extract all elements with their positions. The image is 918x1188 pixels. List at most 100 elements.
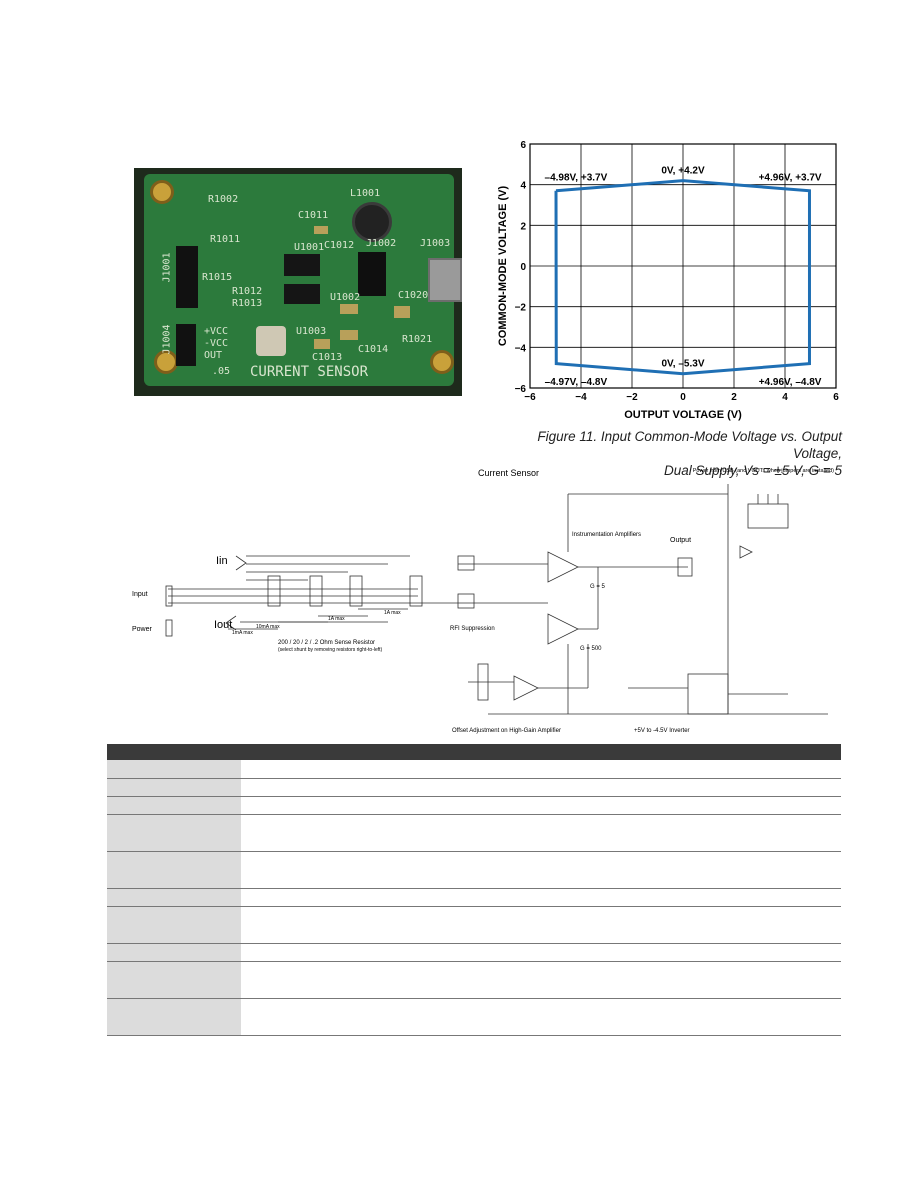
table-cell-label	[107, 760, 241, 779]
y-tick-label: 2	[520, 221, 526, 232]
table-cell-label	[107, 778, 241, 797]
schematic-title: Current Sensor	[478, 468, 539, 478]
power-note: Power from USB (and VOUTs when jumpers a…	[693, 468, 834, 474]
table-cell-label	[107, 888, 241, 907]
circuit-board: L1001 C1011 J1003 J1002 U1001 C1012 U100…	[144, 174, 462, 386]
y-tick-label: −2	[515, 303, 527, 314]
data-label: –4.98V, +3.7V	[545, 173, 608, 184]
table-cell-value	[241, 888, 841, 907]
x-axis-label: OUTPUT VOLTAGE (V)	[624, 409, 742, 421]
data-label: +4.96V, +3.7V	[759, 173, 822, 184]
silk-j1002: J1002	[366, 238, 397, 249]
iout-label: Iout	[214, 619, 232, 631]
data-label: –4.97V, –4.8V	[545, 377, 608, 388]
offset-label: Offset Adjustment on High-Gain Amplifier	[452, 728, 561, 734]
range-1a-a: 1A max	[328, 616, 345, 622]
table-cell-value	[241, 943, 841, 962]
x-tick-label: −6	[524, 392, 536, 403]
silk-c1012: C1012	[324, 240, 355, 251]
silk-r1015: R1015	[202, 272, 233, 283]
silk-r1011: R1011	[210, 234, 241, 245]
table-row	[107, 943, 841, 962]
mounting-hole	[430, 350, 454, 374]
y-tick-label: −4	[515, 343, 527, 354]
table-cell-value	[241, 961, 841, 999]
silk-neg-vcc: -VCC	[204, 338, 229, 349]
table-cell-label	[107, 814, 241, 852]
capacitor	[340, 330, 358, 340]
power-label: Power	[132, 626, 153, 633]
mounting-hole	[154, 350, 178, 374]
silk-vcc: +VCC	[204, 326, 229, 337]
data-label: +4.96V, –4.8V	[759, 377, 822, 388]
silk-j1001: J1001	[161, 252, 173, 283]
silk-r1012: R1012	[232, 286, 263, 297]
rfi-label: RFI Suppression	[450, 626, 495, 632]
table-cell-label	[107, 998, 241, 1036]
silk-u1001: U1001	[294, 242, 325, 253]
sense-resistor-label: 200 / 20 / 2 / .2 Ohm Sense Resistor	[278, 640, 375, 646]
silk-c1014: C1014	[358, 344, 389, 355]
table-header-cell	[107, 744, 841, 760]
spec-table	[107, 744, 841, 1036]
x-tick-label: −4	[575, 392, 587, 403]
table-cell-label	[107, 961, 241, 999]
input-label: Input	[132, 591, 148, 598]
ic-chip	[284, 284, 320, 304]
silk-l1001: L1001	[350, 188, 381, 199]
inamps-label: Instrumentation Amplifiers	[572, 532, 641, 538]
table-row	[107, 760, 841, 779]
capacitor	[314, 339, 330, 349]
table-row	[107, 814, 841, 852]
silk-j1004: J1004	[161, 324, 173, 355]
output-label: Output	[670, 537, 691, 544]
mounting-hole	[150, 180, 174, 204]
capacitor	[340, 304, 358, 314]
table-cell-value	[241, 778, 841, 797]
table-cell-label	[107, 796, 241, 815]
silk-c1011: C1011	[298, 210, 329, 221]
data-label: 0V, –5.3V	[661, 359, 704, 370]
table-cell-label	[107, 943, 241, 962]
data-series-line	[554, 179, 811, 376]
silk-c1020: C1020	[398, 290, 429, 301]
capacitor	[314, 226, 328, 234]
table-cell-value	[241, 998, 841, 1036]
table-cell-value	[241, 796, 841, 815]
x-tick-label: −2	[626, 392, 638, 403]
caption-line-2: Dual Supply, Vs = ±5 V, G = 5	[664, 463, 842, 478]
data-annotations: –4.98V, +3.7V 0V, +4.2V +4.96V, +3.7V 0V, –…	[545, 165, 822, 387]
y-tick-label: −6	[515, 384, 527, 395]
silk-r1002: R1002	[208, 194, 239, 205]
range-1a-b: 1A max	[384, 610, 401, 616]
range-1ma: 1mA max	[232, 630, 253, 636]
inverter-label: +5V to -4.5V Inverter	[634, 728, 690, 734]
pin-header	[176, 324, 196, 366]
pcb-photo: L1001 C1011 J1003 J1002 U1001 C1012 U100…	[134, 168, 462, 396]
silk-r1013: R1013	[232, 298, 263, 309]
silk-d05: .05	[212, 366, 231, 377]
silk-j1003: J1003	[420, 238, 451, 249]
ic-chip	[358, 252, 386, 296]
y-tick-label: 6	[520, 140, 526, 151]
g5-label: G = 5	[590, 584, 606, 590]
x-tick-label: 6	[833, 392, 839, 403]
caption-line-1: Figure 11. Input Common-Mode Voltage vs.…	[537, 429, 842, 461]
sense-note: (select shunt by removing resistors righ…	[278, 647, 383, 653]
potentiometer	[256, 326, 286, 356]
range-10ma: 10mA max	[256, 624, 280, 630]
silk-c1013: C1013	[312, 352, 343, 363]
table-row	[107, 796, 841, 815]
figure-caption: Figure 11. Input Common-Mode Voltage vs.…	[500, 428, 842, 479]
table-header-row	[107, 744, 841, 760]
silk-r1021: R1021	[402, 334, 433, 345]
iin-label: Iin	[216, 555, 228, 567]
table-row	[107, 998, 841, 1036]
inductor	[352, 202, 392, 242]
silk-u1002: U1002	[330, 292, 361, 303]
pin-header	[176, 246, 198, 308]
table-row	[107, 851, 841, 889]
y-tick-label: 0	[520, 262, 526, 273]
data-label: 0V, +4.2V	[661, 165, 705, 176]
